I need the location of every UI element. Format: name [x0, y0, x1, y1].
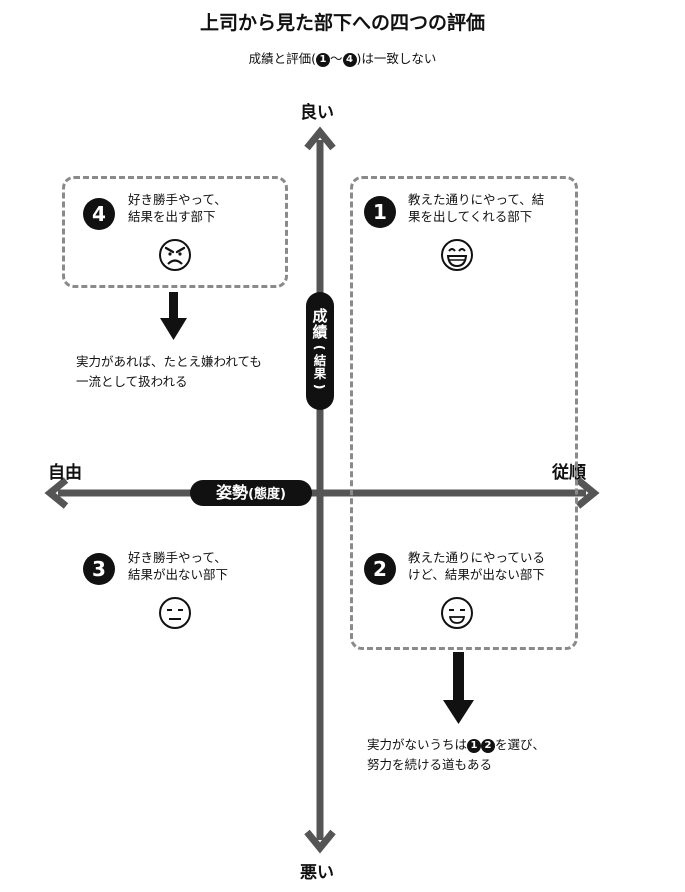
axis-label-top: 良い — [300, 103, 334, 123]
quadrant-2-line1: 教えた通りにやっている — [408, 550, 545, 565]
quadrant-4-box — [62, 176, 288, 288]
note-left-line1: 実力があれば、たとえ嫌われても — [76, 354, 262, 369]
note-right-prefix: 実力がないうちは — [367, 737, 468, 752]
subtitle: 成績と評価(1〜4)は一致しない — [0, 48, 685, 67]
vertical-axis-char-1: 成 — [312, 307, 328, 325]
quadrant-2-line2: けど、結果が出ない部下 — [408, 567, 545, 582]
quadrant-4-line1: 好き勝手やって、 — [128, 192, 227, 207]
vertical-axis-title: 成 績 ( 結 果 ) — [306, 292, 334, 410]
quadrant-1-line2: 果を出してくれる部下 — [408, 209, 533, 224]
arrow-left-head — [44, 477, 69, 509]
angry-face-icon — [159, 239, 191, 271]
note-left: 実力があれば、たとえ嫌われても 一流として扱われる — [76, 352, 262, 392]
vertical-axis-sub-char-3: 果 — [313, 365, 327, 381]
horizontal-axis-sub: (態度) — [248, 487, 286, 502]
subtitle-start-mark: 1 — [315, 52, 330, 67]
quadrant-3-line2: 結果が出ない部下 — [128, 567, 229, 582]
axis-label-bottom: 悪い — [300, 863, 334, 883]
note-right-mark-1: 1 — [467, 738, 482, 753]
note-right-suffix: を選び、 — [495, 737, 546, 752]
axis-label-left: 自由 — [48, 463, 82, 483]
vertical-axis-sub-char-1: ( — [312, 344, 328, 350]
arrow-4-shaft — [169, 292, 178, 320]
vertical-axis-char-2: 績 — [312, 322, 328, 341]
quadrant-4-text: 好き勝手やって、 結果を出す部下 — [128, 191, 227, 225]
arrow-right-head — [575, 477, 600, 509]
quadrant-1-badge: 1 — [364, 196, 396, 228]
arrow-down-head — [304, 829, 336, 854]
arrow-12-shaft — [453, 652, 464, 702]
note-right-mark-2: 2 — [481, 738, 496, 753]
arrow-4-head — [160, 318, 187, 340]
vertical-axis-sub-char-4: ) — [312, 383, 328, 390]
quadrant-2-text: 教えた通りにやっている けど、結果が出ない部下 — [408, 549, 545, 583]
arrow-up-head — [304, 126, 336, 151]
quadrant-3-line1: 好き勝手やって、 — [128, 550, 227, 565]
quadrant-2-badge: 2 — [364, 553, 396, 585]
page-title: 上司から見た部下への四つの評価 — [199, 12, 485, 34]
horizontal-axis-main: 姿勢 — [216, 483, 249, 502]
quadrant-3-badge: 3 — [83, 553, 115, 585]
note-left-line2: 一流として扱われる — [76, 374, 188, 389]
subtitle-prefix: 成績と評価( — [248, 51, 316, 66]
quadrant-4-line2: 結果を出す部下 — [128, 209, 216, 224]
vertical-axis-sub-char-2: 結 — [313, 352, 327, 368]
expressionless-face-icon — [159, 597, 191, 629]
subtitle-tilde: 〜 — [329, 51, 343, 66]
horizontal-axis-title: 姿勢(態度) — [190, 480, 312, 506]
quadrant-1-line1: 教えた通りにやって、結 — [408, 192, 545, 207]
note-right-line2: 努力を続ける道もある — [367, 757, 493, 772]
subtitle-end-mark: 4 — [342, 52, 357, 67]
arrow-12-head — [443, 700, 474, 724]
quadrant-1-text: 教えた通りにやって、結 果を出してくれる部下 — [408, 191, 544, 225]
flat-smile-face-icon — [441, 597, 473, 629]
subtitle-suffix: )は一致しない — [356, 51, 437, 66]
quadrant-1-2-box — [350, 176, 578, 650]
quadrant-4-badge: 4 — [83, 198, 115, 230]
quadrant-3-text: 好き勝手やって、 結果が出ない部下 — [128, 549, 228, 583]
grinning-face-icon — [441, 239, 473, 271]
